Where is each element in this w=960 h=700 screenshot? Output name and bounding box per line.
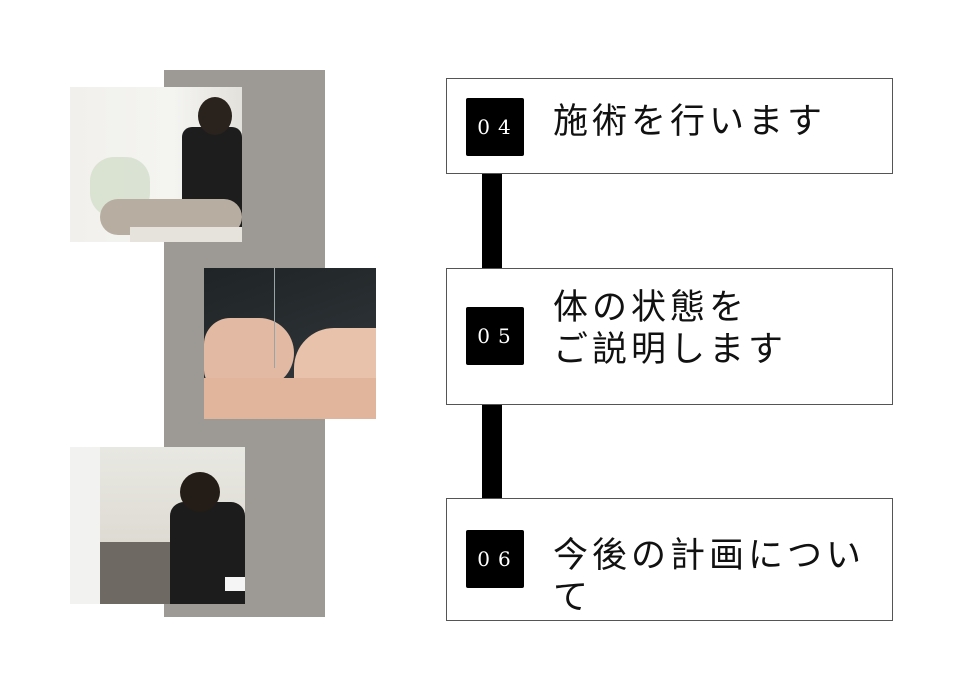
step-06: 06 今後の計画について [446,498,893,621]
step-title-line-1: 体の状態を [553,288,749,328]
photo-consultation [70,447,245,604]
timeline-connector [482,405,502,498]
step-05: 05 体の状態を ご説明します [446,268,893,405]
photo-acupuncture [204,268,376,419]
step-number-badge: 05 [466,307,524,365]
step-04: 04 施術を行います [446,78,893,174]
step-title: 今後の計画について [553,536,866,618]
photo-treatment-room [70,87,242,242]
step-number-badge: 06 [466,530,524,588]
step-title: 体の状態を ご説明します [553,287,787,371]
timeline-connector [482,174,502,268]
step-title: 施術を行います [553,102,827,142]
step-number-badge: 04 [466,98,524,156]
step-title-line-2: ご説明します [553,330,788,370]
